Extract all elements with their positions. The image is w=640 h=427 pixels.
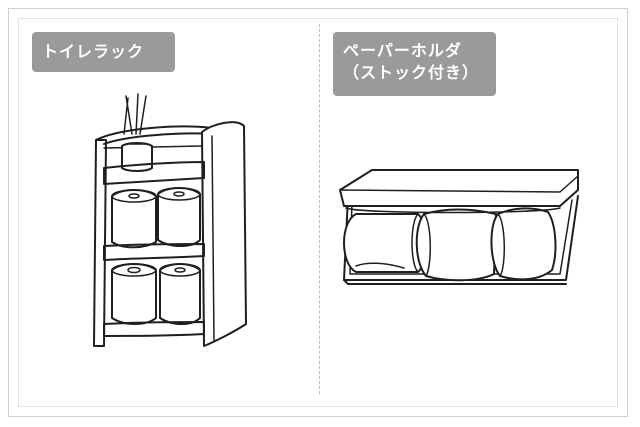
toilet-roll-upper-left	[111, 189, 157, 249]
toilet-roll-lower-right	[159, 263, 201, 325]
rack-shelf-bottom	[103, 321, 205, 337]
rack-side-panel	[201, 121, 247, 347]
holder-roll-right	[490, 207, 557, 281]
toilet-roll-lower-left	[111, 263, 157, 325]
rack-shelf-2	[103, 243, 205, 261]
diffuser-icon	[121, 93, 153, 172]
toilet-rack-label: トイレラック	[32, 32, 175, 72]
rack-top-board	[95, 125, 213, 145]
holder-roll-middle	[415, 208, 497, 282]
holder-top-plate-lip	[345, 207, 561, 214]
rack-shelf-1	[103, 161, 205, 185]
paper-holder-label: ペーパーホルダ （ストック付き）	[333, 32, 496, 96]
rack-side-panel-edge	[211, 135, 215, 341]
toilet-rack-illustration	[93, 93, 247, 347]
holder-top-plate-edge	[339, 175, 579, 193]
holder-top-plate	[339, 169, 579, 207]
panel-divider	[319, 24, 320, 394]
paper-holder-label-line2: （ストック付き）	[343, 63, 480, 82]
holder-wire-base	[343, 279, 567, 285]
paper-holder-label-line1: ペーパーホルダ	[343, 41, 462, 60]
inner-frame	[18, 18, 618, 407]
paper-holder-illustration	[339, 169, 579, 285]
rack-left-post	[93, 139, 107, 347]
holder-roll-left	[343, 213, 427, 273]
toilet-roll-upper-right	[157, 187, 201, 247]
toilet-rack-label-text: トイレラック	[42, 42, 145, 61]
